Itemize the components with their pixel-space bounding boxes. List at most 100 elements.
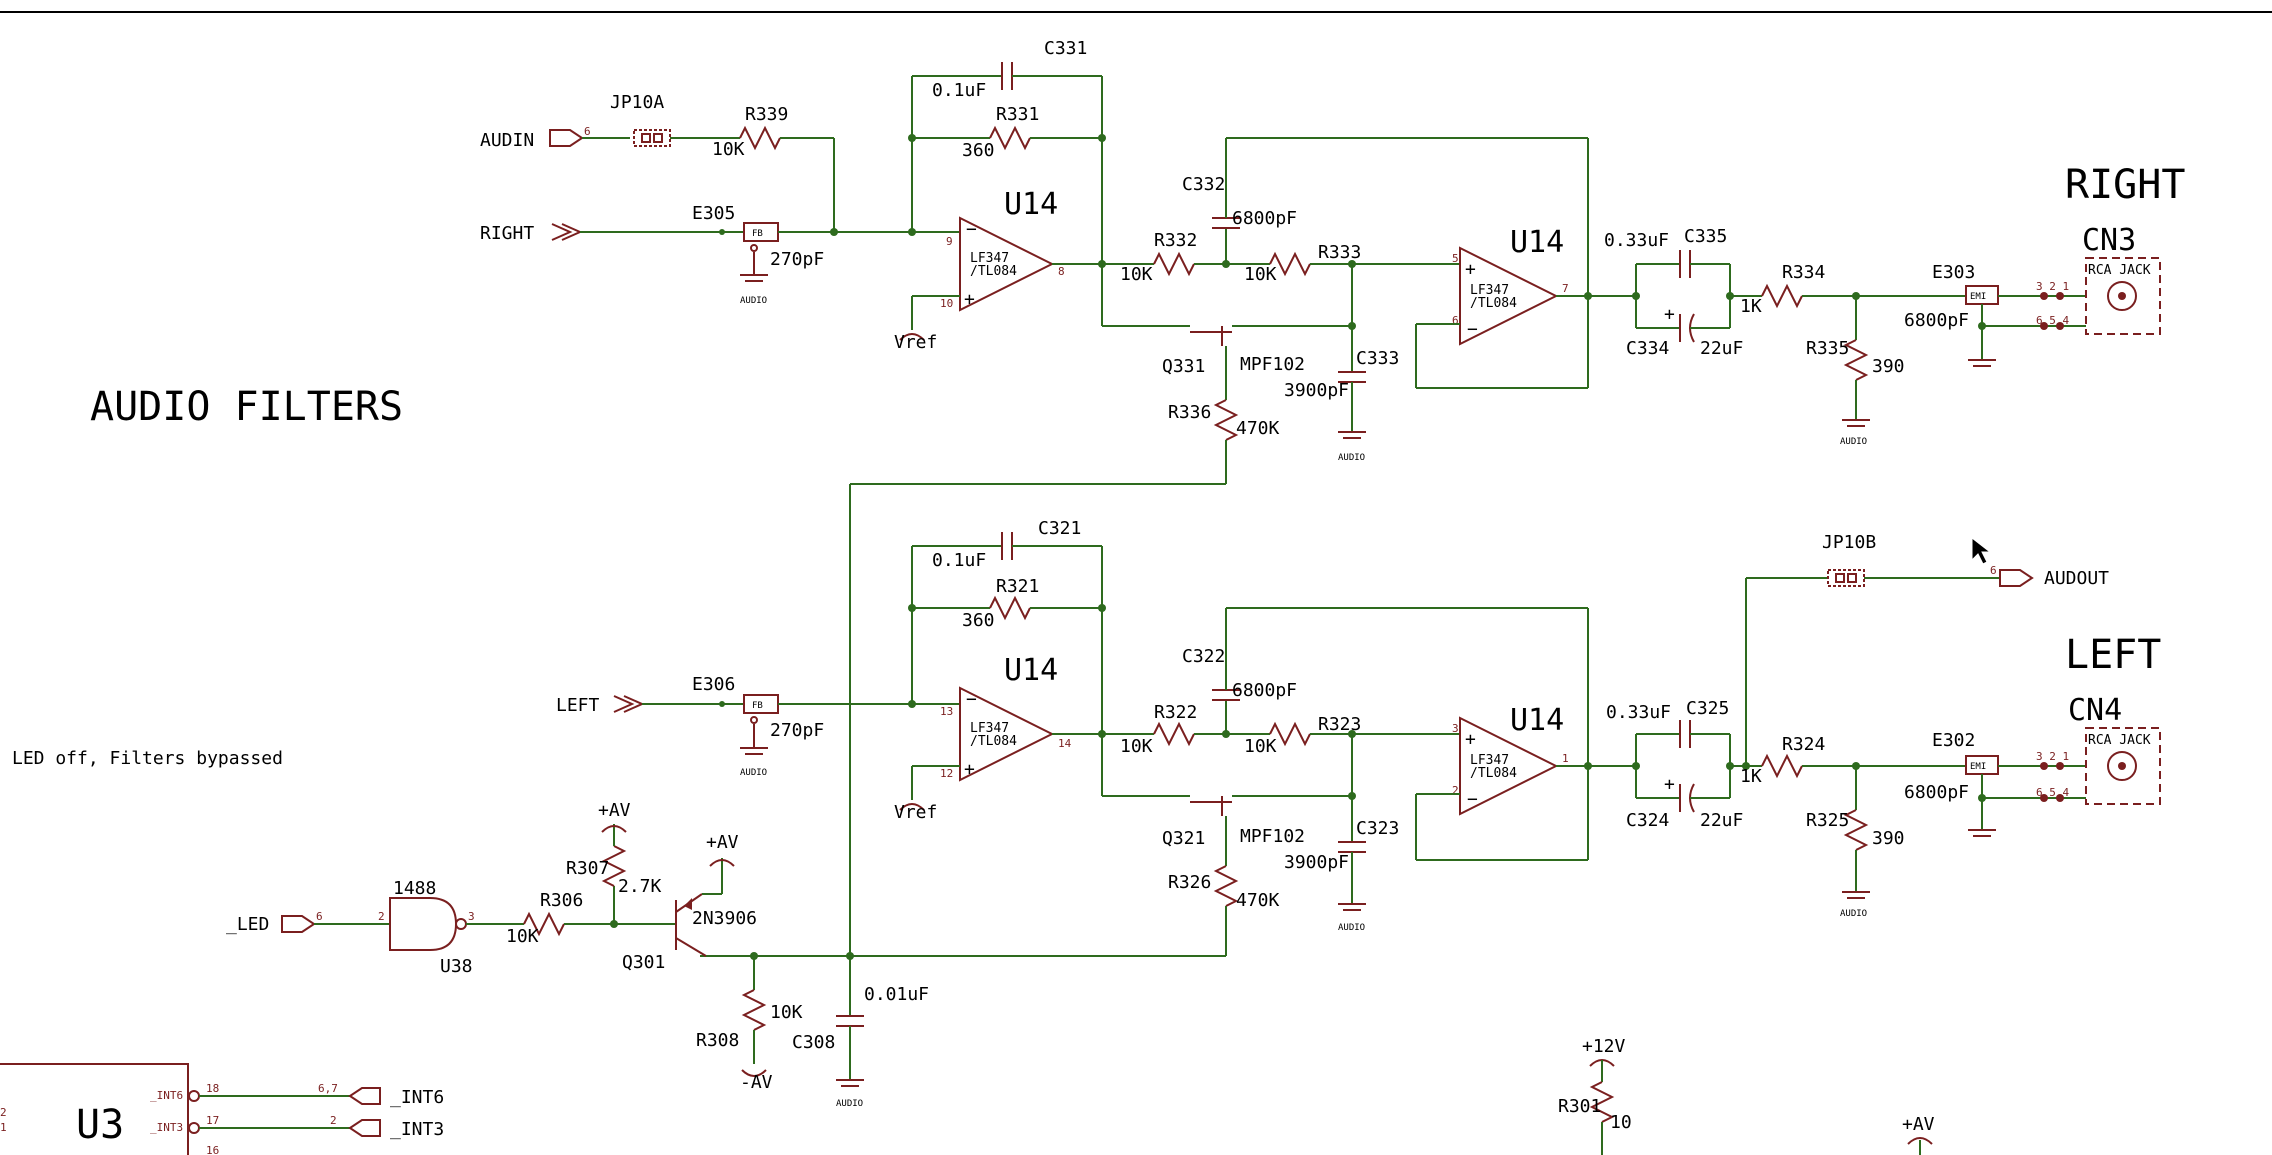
svg-text:/TL084: /TL084	[970, 264, 1017, 279]
audin-port[interactable]	[549, 129, 584, 147]
svg-text:3 2 1: 3 2 1	[2036, 280, 2069, 293]
pav-label-bottom: +AV	[1902, 1114, 1935, 1135]
r308-value: 10K	[770, 1002, 803, 1023]
c308-value: 0.01uF	[864, 984, 929, 1005]
svg-text:AUDIO: AUDIO	[836, 1099, 863, 1109]
r324-ref: R324	[1782, 734, 1825, 755]
r334-ref: R334	[1782, 262, 1825, 283]
e306-ref: E306	[692, 674, 735, 695]
vref-symbol-2	[899, 803, 925, 811]
audout-port[interactable]	[1999, 569, 2034, 587]
c308-ref: C308	[792, 1032, 835, 1053]
cn4-ref: CN4	[2068, 693, 2122, 728]
c331-ref: C331	[1044, 38, 1087, 59]
r308-ref: R308	[696, 1030, 739, 1051]
c332-ref: C332	[1182, 174, 1225, 195]
c333-value: 3900pF	[1284, 380, 1349, 401]
svg-text:6,7: 6,7	[318, 1082, 338, 1095]
svg-text:RCA JACK: RCA JACK	[2088, 733, 2151, 748]
left-input-label: LEFT	[556, 695, 600, 716]
svg-text:14: 14	[1058, 737, 1072, 750]
c331-value: 0.1uF	[932, 80, 986, 101]
led-bypass-driver: _LED 6 2 3 1488 U38 R306 10K +AV R307 2.…	[226, 800, 929, 1109]
r301-ref: R301	[1558, 1096, 1601, 1117]
svg-text:2: 2	[378, 910, 385, 923]
svg-text:16: 16	[206, 1144, 219, 1155]
r325-ref: R325	[1806, 810, 1849, 831]
svg-text:5: 5	[1452, 252, 1459, 265]
int6-port[interactable]	[348, 1087, 381, 1105]
svg-text:−: −	[1467, 789, 1478, 810]
u38-nand-gate	[389, 897, 458, 951]
svg-text:3: 3	[1452, 722, 1459, 735]
u3-chip	[0, 1063, 189, 1155]
svg-text:3: 3	[468, 910, 475, 923]
r336-ref: R336	[1168, 402, 1211, 423]
svg-text:2: 2	[330, 1114, 337, 1127]
cn4-rca-jack[interactable]	[2085, 727, 2161, 805]
u14c-ref: U14	[1004, 653, 1058, 688]
r321-value: 360	[962, 610, 995, 631]
e303-value: 6800pF	[1904, 310, 1969, 331]
r336-resistor	[1213, 399, 1239, 441]
c332-value: 6800pF	[1232, 208, 1297, 229]
e306-value: 270pF	[770, 720, 824, 741]
r306-value: 10K	[506, 926, 539, 947]
u14b-ref: U14	[1510, 225, 1564, 260]
audin-label: AUDIN	[480, 130, 534, 151]
e302-ref: E302	[1932, 730, 1975, 751]
r331-value: 360	[962, 140, 995, 161]
e305-value: 270pF	[770, 249, 824, 270]
c322-value: 6800pF	[1232, 680, 1297, 701]
c321-value: 0.1uF	[932, 550, 986, 571]
r335-ref: R335	[1806, 338, 1849, 359]
svg-text:FB: FB	[752, 229, 763, 239]
c321-ref: C321	[1038, 518, 1081, 539]
cn3-rca-jack[interactable]	[2085, 257, 2161, 335]
jp10a-jumper[interactable]	[633, 129, 671, 147]
svg-text:1: 1	[0, 1121, 7, 1134]
int3-port[interactable]	[348, 1119, 381, 1137]
jp10b-jumper[interactable]	[1827, 569, 1865, 587]
r339-ref: R339	[745, 104, 788, 125]
cn3-ref: CN3	[2082, 223, 2136, 258]
u38-ref: U38	[440, 956, 473, 977]
svg-text:6: 6	[1990, 564, 1997, 577]
int3-label: _INT3	[390, 1119, 444, 1140]
led-port[interactable]	[281, 915, 316, 933]
e305-gnd-label: AUDIO	[740, 296, 767, 306]
r307-resistor	[601, 845, 627, 887]
q321-ref: Q321	[1162, 828, 1205, 849]
svg-text:+: +	[1664, 774, 1675, 795]
q301-ref: Q301	[622, 952, 665, 973]
c323-ref: C323	[1356, 818, 1399, 839]
r336-value: 470K	[1236, 418, 1280, 439]
r322-resistor	[1153, 721, 1195, 747]
svg-text:2: 2	[1452, 784, 1459, 797]
r333-ref: R333	[1318, 242, 1361, 263]
svg-text:6: 6	[316, 910, 323, 923]
r325-value: 390	[1872, 828, 1905, 849]
u14d-opamp	[1459, 716, 1559, 816]
r307-ref: R307	[566, 858, 609, 879]
r326-value: 470K	[1236, 890, 1280, 911]
r331-resistor	[989, 125, 1031, 151]
r301-resistor	[1589, 1081, 1615, 1123]
c324-ref: C324	[1626, 810, 1669, 831]
svg-text:12: 12	[940, 767, 953, 780]
svg-text:6 5 4: 6 5 4	[2036, 314, 2069, 327]
p12v-label: +12V	[1582, 1036, 1626, 1057]
c335-ref: C335	[1684, 226, 1727, 247]
svg-text:/TL084: /TL084	[970, 734, 1017, 749]
right-channel-title: RIGHT	[2065, 162, 2185, 208]
svg-text:LF347: LF347	[970, 251, 1009, 266]
u14a-ref: U14	[1004, 187, 1058, 222]
r331-ref: R331	[996, 104, 1039, 125]
svg-text:LF347: LF347	[1470, 283, 1509, 298]
u14c-opamp	[959, 686, 1055, 782]
svg-text:10K: 10K	[1120, 736, 1153, 757]
q331-type: MPF102	[1240, 354, 1305, 375]
left-channel: LEFT E306 FB AUDIO 270pF C321 0.1uF R321…	[556, 518, 2161, 957]
jp10b-ref: JP10B	[1822, 532, 1876, 553]
